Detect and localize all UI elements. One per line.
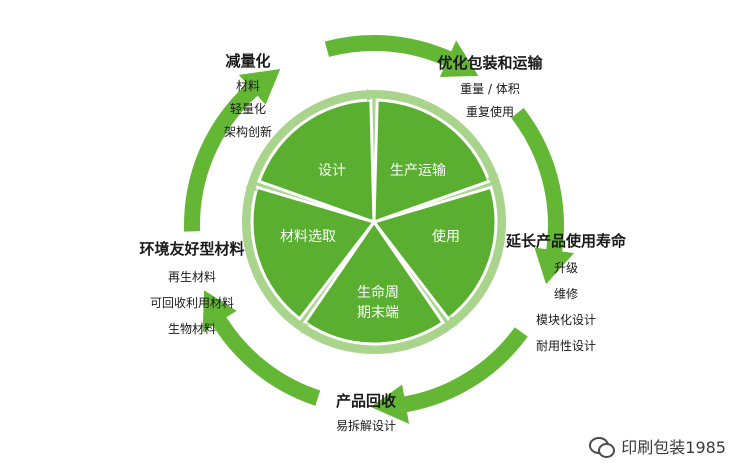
segment-production-label: 生产运输 [390, 163, 446, 179]
cycle-arrow-icon [202, 290, 321, 406]
cycle-arrow-icon [370, 327, 528, 424]
group-recycle-title: 产品回收 [335, 392, 397, 410]
segment-production [372, 98, 491, 225]
rim-arrow-icon [295, 321, 309, 334]
watermark-text: 印刷包装1985 [621, 438, 726, 457]
group-packaging: 优化包装和运输 重量 / 体积 重复使用 [437, 52, 542, 120]
group-eco-item: 生物材料 [167, 322, 217, 336]
segment-materials [250, 185, 377, 321]
group-reduce-item: 轻量化 [229, 102, 267, 116]
group-eco: 环境友好型材料 再生材料 可回收利用材料 生物材料 [139, 238, 244, 337]
rim-arrow-icon [486, 174, 499, 188]
group-reduce: 减量化 材料 轻量化 架构创新 [224, 50, 272, 140]
group-eco-item: 可回收利用材料 [149, 296, 235, 310]
segment-use-label: 使用 [432, 228, 460, 245]
watermark: 印刷包装1985 [589, 434, 726, 458]
group-reduce-item: 材料 [235, 79, 261, 93]
cycle-arrow-icon [324, 35, 479, 78]
group-extend: 延长产品使用寿命 升级 维修 模块化设计 耐用性设计 [506, 230, 626, 354]
segment-end-of-life [302, 219, 446, 346]
group-eco-title: 环境友好型材料 [139, 240, 245, 258]
group-extend-item: 维修 [553, 287, 579, 301]
segment-use [371, 185, 498, 321]
group-eco-item: 再生材料 [167, 270, 217, 284]
cycle-arrow-icon [183, 68, 281, 232]
wechat-icon [589, 435, 616, 458]
segment-design-label: 设计 [318, 163, 346, 179]
rim-arrow-icon [444, 315, 458, 328]
group-extend-title: 延长产品使用寿命 [505, 232, 627, 250]
segment-end-of-life-label: 生命周 [357, 284, 399, 301]
group-reduce-title: 减量化 [225, 52, 271, 70]
segment-end-of-life-label: 期末端 [357, 305, 399, 321]
group-packaging-item: 重量 / 体积 [460, 82, 520, 96]
group-extend-item: 耐用性设计 [535, 339, 597, 353]
group-recycle-item: 易拆解设计 [335, 419, 397, 433]
group-packaging-item: 重复使用 [465, 105, 515, 119]
cycle-arrow-icon [511, 108, 575, 285]
rim-arrow-icon [245, 178, 257, 192]
group-recycle: 产品回收 易拆解设计 [336, 390, 396, 434]
group-extend-item: 升级 [553, 261, 579, 275]
group-extend-item: 模块化设计 [535, 313, 597, 327]
group-reduce-item: 架构创新 [223, 125, 273, 139]
segment-materials-label: 材料选取 [280, 229, 336, 245]
group-packaging-title: 优化包装和运输 [437, 54, 543, 72]
segment-design [257, 98, 376, 225]
rim-arrow-icon [366, 89, 379, 102]
